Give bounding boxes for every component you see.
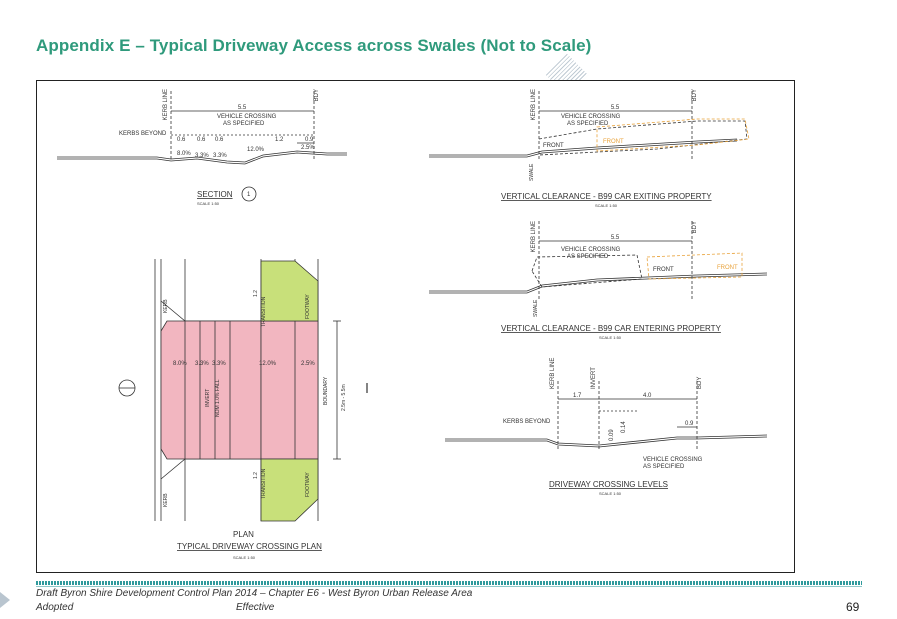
section-as-specified: AS SPECIFIED — [223, 121, 265, 127]
levels-vehicle-crossing: VEHICLE CROSSING — [643, 457, 703, 463]
exiting-kerb-line: KERB LINE — [531, 89, 537, 120]
entering-dim: 5.5 — [611, 235, 620, 241]
levels-kerb-line: KERB LINE — [550, 358, 556, 389]
plan-grade-1: 8.0% — [173, 361, 187, 367]
section-grade-1: 8.0% — [177, 151, 191, 157]
section-view — [57, 91, 347, 165]
section-dim-4: 1.2 — [275, 137, 284, 143]
section-dim-5: 0.9 — [305, 137, 314, 143]
plan-grade-5: 2.5% — [301, 361, 315, 367]
section-scale: SCALE 1:50 — [197, 201, 220, 206]
exiting-bdy: BDY — [692, 89, 698, 101]
section-dim-3: 0.6 — [215, 137, 224, 143]
plan-footway-top: FOOTWAY — [305, 294, 311, 319]
plan-transition-top: TRANSITION — [261, 296, 267, 327]
plan-boundary: BOUNDARY — [323, 376, 329, 405]
plan-title: TYPICAL DRIVEWAY CROSSING PLAN — [177, 542, 322, 551]
entering-front1: FRONT — [653, 267, 674, 273]
plan-kerb-bottom: KERB — [163, 493, 169, 507]
footer-effective: Effective — [236, 602, 275, 613]
exiting-as-specified: AS SPECIFIED — [567, 121, 609, 127]
entering-front2: FRONT — [717, 265, 738, 271]
entering-as-specified: AS SPECIFIED — [567, 254, 609, 260]
entering-vehicle-crossing: VEHICLE CROSSING — [561, 247, 621, 253]
entering-kerb-line: KERB LINE — [531, 221, 537, 252]
plan-label: PLAN — [233, 530, 254, 539]
section-grade-5: 2.5% — [301, 145, 315, 151]
footer-adopted: Adopted — [36, 602, 74, 613]
footer-document-title: Draft Byron Shire Development Control Pl… — [36, 588, 473, 599]
section-dim-1: 0.6 — [177, 137, 186, 143]
plan-transition-bottom: TRANSITION — [261, 468, 267, 499]
exiting-title: VERTICAL CLEARANCE - B99 CAR EXITING PRO… — [501, 192, 712, 201]
levels-dim2: 4.0 — [643, 393, 652, 399]
levels-dim3: 0.9 — [685, 421, 694, 427]
plan-fills — [118, 186, 368, 522]
driveway-area — [160, 320, 262, 460]
plan-dim-bottom: 1.2 — [253, 472, 259, 479]
exiting-dim: 5.5 — [611, 105, 620, 111]
entering-scale: SCALE 1:50 — [599, 335, 622, 340]
levels-title: DRIVEWAY CROSSING LEVELS — [549, 480, 668, 489]
section-ref-icon — [241, 186, 257, 202]
section-label: SECTION — [197, 190, 233, 199]
drawing-frame: KERB LINE BDY 5.5 VEHICLE CROSSING AS SP… — [36, 80, 795, 573]
levels-invert: INVERT — [591, 367, 597, 389]
page-title: Appendix E – Typical Driveway Access acr… — [36, 36, 592, 55]
levels-kerbs-beyond: KERBS BEYOND — [503, 419, 551, 425]
plan-width: 2.5m - 5.5m — [341, 384, 347, 411]
exiting-vehicle-crossing: VEHICLE CROSSING — [561, 114, 621, 120]
levels-dim1: 1.7 — [573, 393, 582, 399]
plan-invert: INVERT — [205, 389, 211, 407]
exiting-scale: SCALE 1:50 — [595, 203, 618, 208]
levels-view — [445, 381, 768, 451]
levels-h2: 0.14 — [621, 421, 627, 433]
entering-swale: SWALE — [533, 299, 539, 317]
exiting-swale: SWALE — [529, 163, 535, 181]
plan-kerb-top: KERB — [163, 299, 169, 313]
section-vehicle-crossing: VEHICLE CROSSING — [217, 114, 277, 120]
exiting-view — [429, 91, 750, 161]
section-grade-2: 3.3% — [195, 153, 209, 159]
section-grade-3: 3.3% — [213, 153, 227, 159]
plan-grade-4: 12.0% — [259, 361, 277, 367]
exiting-front1: FRONT — [543, 143, 564, 149]
plan-dim-top: 1.2 — [253, 290, 259, 297]
exiting-front2: FRONT — [603, 139, 624, 145]
entering-title: VERTICAL CLEARANCE - B99 CAR ENTERING PR… — [501, 324, 722, 333]
levels-as-specified: AS SPECIFIED — [643, 464, 685, 470]
plan-footway-bottom: FOOTWAY — [305, 472, 311, 497]
footer-divider — [36, 581, 862, 585]
entering-bdy: BDY — [692, 221, 698, 233]
page-number: 69 — [846, 600, 860, 614]
footway-top — [260, 260, 319, 322]
section-kerbs-beyond: KERBS BEYOND — [119, 131, 167, 137]
corner-arrow-icon — [0, 592, 10, 608]
section-bdy: BDY — [314, 89, 320, 101]
plan-grade-3: 3.3% — [212, 361, 226, 367]
plan-nom-fall: NOM 1.0% FALL — [215, 379, 221, 417]
section-dim-2: 0.6 — [197, 137, 206, 143]
levels-bdy: BDY — [697, 377, 703, 389]
driveway-area-outer — [260, 320, 319, 460]
levels-scale: SCALE 1:50 — [599, 491, 622, 496]
section-dim-total: 5.5 — [238, 105, 247, 111]
entering-view — [429, 221, 768, 299]
footer-divider-thin — [36, 586, 862, 587]
plan-grade-2: 3.3% — [195, 361, 209, 367]
section-kerb-line: KERB LINE — [163, 89, 169, 120]
technical-drawing: KERB LINE BDY 5.5 VEHICLE CROSSING AS SP… — [57, 89, 768, 560]
levels-h1: 0.09 — [609, 429, 615, 441]
section-ref: 1 — [247, 192, 251, 198]
section-grade-4: 12.0% — [247, 147, 265, 153]
plan-scale: SCALE 1:50 — [233, 555, 256, 560]
